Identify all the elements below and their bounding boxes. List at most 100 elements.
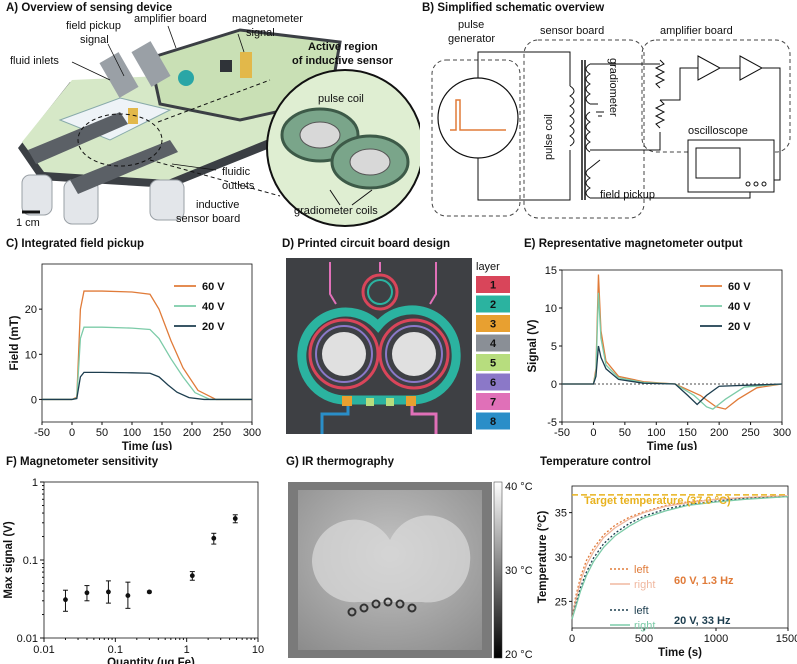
layer-swatch-3 — [476, 315, 510, 332]
legend-label: right — [634, 620, 655, 632]
series-line-1 — [571, 495, 789, 620]
label-field-pickup-signal: signal — [80, 34, 109, 46]
x-tick-label: 0 — [69, 427, 75, 439]
plot-frame — [41, 263, 253, 423]
panel-b: B) Simplified schematic overview — [420, 0, 797, 235]
x-tick-label: -50 — [34, 427, 50, 439]
label-amplifier-board: amplifier board — [660, 25, 733, 37]
legend-label: left — [634, 564, 649, 576]
layer-swatch-6 — [476, 373, 510, 391]
target-label: Target temperature (37.0 °C) — [584, 495, 731, 507]
label-field-pickup: field pickup — [66, 20, 121, 32]
x-tick-label: 1000 — [704, 633, 728, 645]
y-tick-label: -5 — [547, 417, 557, 429]
y-tick-label: 0.1 — [23, 555, 38, 567]
label-sensor-board: sensor board — [540, 25, 604, 37]
data-point-2 — [106, 589, 111, 595]
layer-legend-title: layer — [476, 261, 500, 273]
panel-c-title: C) Integrated field pickup — [6, 238, 145, 250]
series-line-2 — [42, 371, 252, 401]
layer-swatch-7 — [476, 393, 510, 410]
legend-label: 40 V — [728, 301, 751, 313]
label-gradiometer-coils: gradiometer coils — [294, 205, 378, 217]
x-axis-label: Quantity (µg Fe) — [107, 657, 195, 664]
legend-label: right — [634, 579, 655, 591]
data-point-3 — [125, 593, 131, 598]
panel-h-title: Temperature control — [540, 456, 651, 468]
data-point-0 — [63, 597, 68, 603]
teal-outline — [297, 305, 461, 405]
layer-label-4: 4 — [490, 338, 497, 350]
y-tick-label: 10 — [25, 349, 37, 361]
label-fluidic: fluidic — [222, 166, 251, 178]
x-tick-label: 100 — [123, 427, 141, 439]
label-amplifier-board: amplifier board — [134, 13, 207, 25]
panel-h: Temperature control 050010001500253035Ti… — [530, 452, 797, 664]
x-tick-label: 150 — [153, 427, 171, 439]
scale-label-20: 20 °C — [505, 649, 532, 661]
x-tick-label: 200 — [710, 427, 728, 439]
scale-label-40: 40 °C — [505, 481, 532, 493]
layer-label-8: 8 — [490, 416, 496, 428]
legend-label: 20 V — [202, 321, 225, 333]
pulse-waveform — [450, 99, 506, 131]
y-tick-label: 0.01 — [17, 633, 38, 645]
layer-label-1: 1 — [490, 280, 496, 292]
panel-g-title: G) IR thermography — [286, 456, 394, 468]
layer-swatch-1 — [476, 276, 510, 293]
label-inductive: inductive — [196, 199, 239, 211]
x-tick-label: 0.01 — [33, 644, 54, 656]
y-tick-label: 5 — [551, 341, 557, 353]
layer-label-6: 6 — [490, 377, 496, 389]
y-axis-label: Signal (V) — [527, 319, 539, 372]
y-tick-label: 20 — [25, 304, 37, 316]
legend-label: 40 V — [202, 301, 225, 313]
panel-e-title: E) Representative magnetometer output — [524, 238, 743, 250]
data-point-5 — [189, 573, 195, 579]
data-point-7 — [232, 516, 238, 521]
schematic: pulse generator sensor board amplifier b… — [431, 19, 791, 219]
label-sensor-board: sensor board — [176, 213, 240, 225]
legend-label: 60 V — [202, 281, 225, 293]
label-scale: 1 cm — [16, 217, 40, 229]
layer-swatch-5 — [476, 354, 510, 371]
label-pulse: pulse — [458, 19, 484, 31]
y-tick-label: 15 — [545, 265, 557, 277]
x-tick-label: 50 — [96, 427, 108, 439]
data-point-6 — [211, 535, 217, 541]
layer-swatch-4 — [476, 334, 510, 352]
plot-frame — [43, 481, 259, 639]
x-tick-label: -50 — [554, 427, 570, 439]
data-point-4 — [146, 589, 152, 595]
x-tick-label: 150 — [679, 427, 697, 439]
x-tick-label: 500 — [635, 633, 653, 645]
series-line-3 — [571, 496, 789, 620]
x-tick-label: 1 — [184, 644, 190, 656]
x-tick-label: 300 — [773, 427, 791, 439]
legend-label: left — [634, 605, 649, 617]
series-line-2 — [571, 496, 789, 620]
temperature-scale-bar — [493, 481, 503, 659]
label-pulse-coil: pulse coil — [543, 114, 555, 160]
data-point-1 — [84, 590, 90, 596]
x-tick-label: 1500 — [776, 633, 797, 645]
y-axis-label: Field (mT) — [9, 315, 21, 370]
x-tick-label: 250 — [213, 427, 231, 439]
label-pulse-coil: pulse coil — [318, 93, 364, 105]
y-tick-label: 10 — [545, 303, 557, 315]
x-tick-label: 0.1 — [108, 644, 123, 656]
x-tick-label: 0 — [590, 427, 596, 439]
y-tick-label: 1 — [32, 477, 38, 489]
panel-g: G) IR thermography 40 °C 30 °C 20 °C — [282, 452, 532, 664]
x-axis-label: Time (µs) — [122, 441, 173, 450]
annotation-20v: 20 V, 33 Hz — [674, 615, 731, 627]
label-active-region-1: Active region — [308, 41, 378, 53]
y-axis-label: Temperature (°C) — [537, 511, 549, 604]
y-tick-label: 0 — [31, 394, 37, 406]
chart-h: 050010001500253035Time (s)Temperature (°… — [537, 485, 797, 659]
coil-shapes — [280, 107, 410, 190]
label-outlets: outlets — [222, 180, 255, 192]
series-line-0 — [562, 274, 783, 410]
